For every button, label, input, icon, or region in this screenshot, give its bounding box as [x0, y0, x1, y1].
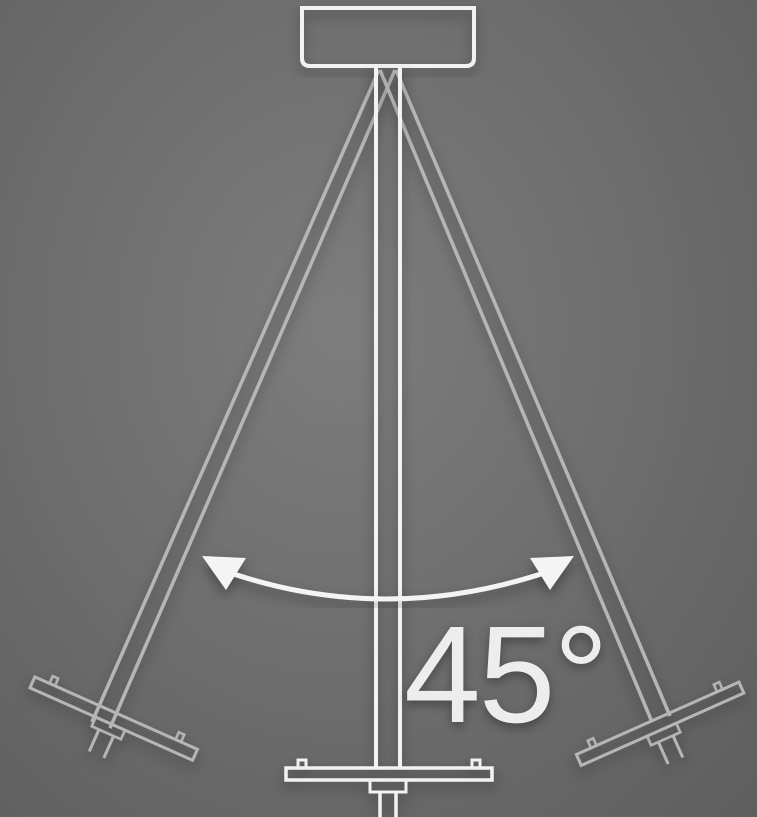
- ceiling-mount-icon: [300, 6, 476, 68]
- double-arrow-icon: [202, 556, 574, 602]
- pendulum-left: [28, 69, 397, 763]
- pendulum-center: [284, 66, 494, 817]
- angle-label: 45°: [404, 598, 609, 752]
- pendulum-right: [378, 69, 746, 768]
